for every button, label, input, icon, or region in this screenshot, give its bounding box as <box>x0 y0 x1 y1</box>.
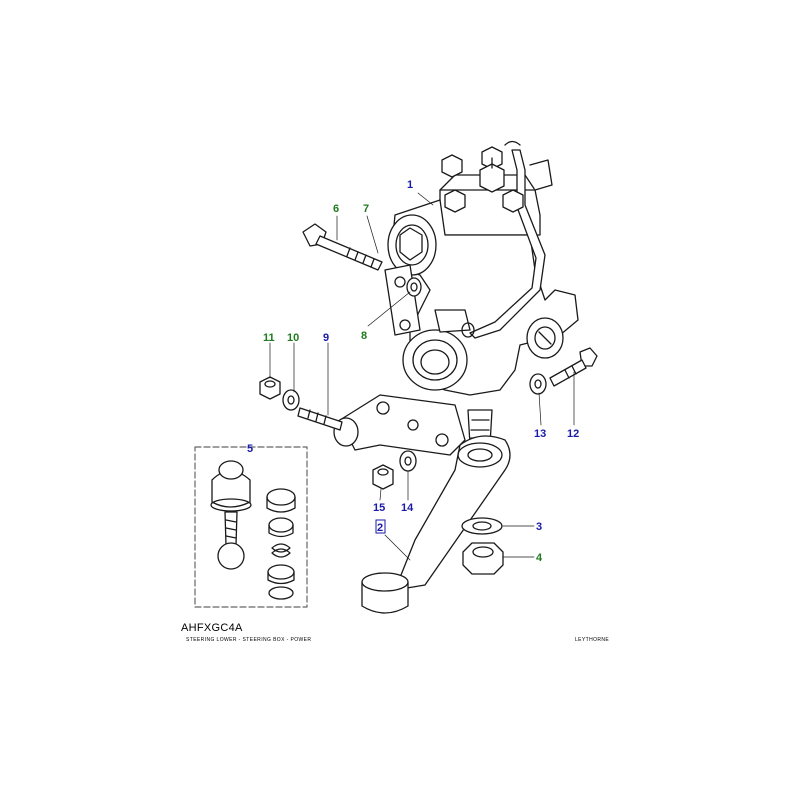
washer-8 <box>406 277 422 297</box>
nut-4 <box>462 542 504 575</box>
washer-3 <box>461 517 503 535</box>
callout-14[interactable]: 14 <box>401 502 414 514</box>
drag-link-plate <box>333 394 466 456</box>
callout-2[interactable]: 2 <box>377 522 383 534</box>
callout-15[interactable]: 15 <box>373 502 385 514</box>
washer-10 <box>282 389 300 411</box>
leader-lines <box>269 192 575 561</box>
steering-box <box>384 140 579 446</box>
callout-8[interactable]: 8 <box>361 330 367 342</box>
bolt-9 <box>297 407 343 431</box>
callout-12[interactable]: 12 <box>567 428 579 440</box>
callout-2-highlight <box>375 519 386 534</box>
callout-13[interactable]: 13 <box>534 428 546 440</box>
callout-6[interactable]: 6 <box>333 203 339 215</box>
drop-arm <box>361 435 511 614</box>
callout-5[interactable]: 5 <box>247 443 253 455</box>
diagram-code: AHFXGC4A <box>181 622 243 634</box>
callout-9[interactable]: 9 <box>323 332 329 344</box>
callout-11[interactable]: 11 <box>263 332 275 344</box>
callout-7[interactable]: 7 <box>363 203 369 215</box>
callout-1[interactable]: 1 <box>407 179 413 191</box>
diagram-caption: STEERING LOWER - STEERING BOX - POWER <box>186 637 312 643</box>
callout-10[interactable]: 10 <box>287 332 299 344</box>
nut-11 <box>259 376 281 400</box>
callout-4[interactable]: 4 <box>536 552 543 564</box>
washer-13 <box>529 373 547 395</box>
bolt-12 <box>549 347 598 387</box>
callout-3[interactable]: 3 <box>536 521 542 533</box>
washer-14 <box>399 450 417 472</box>
bolt-6 <box>302 223 383 271</box>
ball-joint-kit <box>194 446 308 608</box>
publisher-label: LEYTHORNE <box>575 637 610 643</box>
